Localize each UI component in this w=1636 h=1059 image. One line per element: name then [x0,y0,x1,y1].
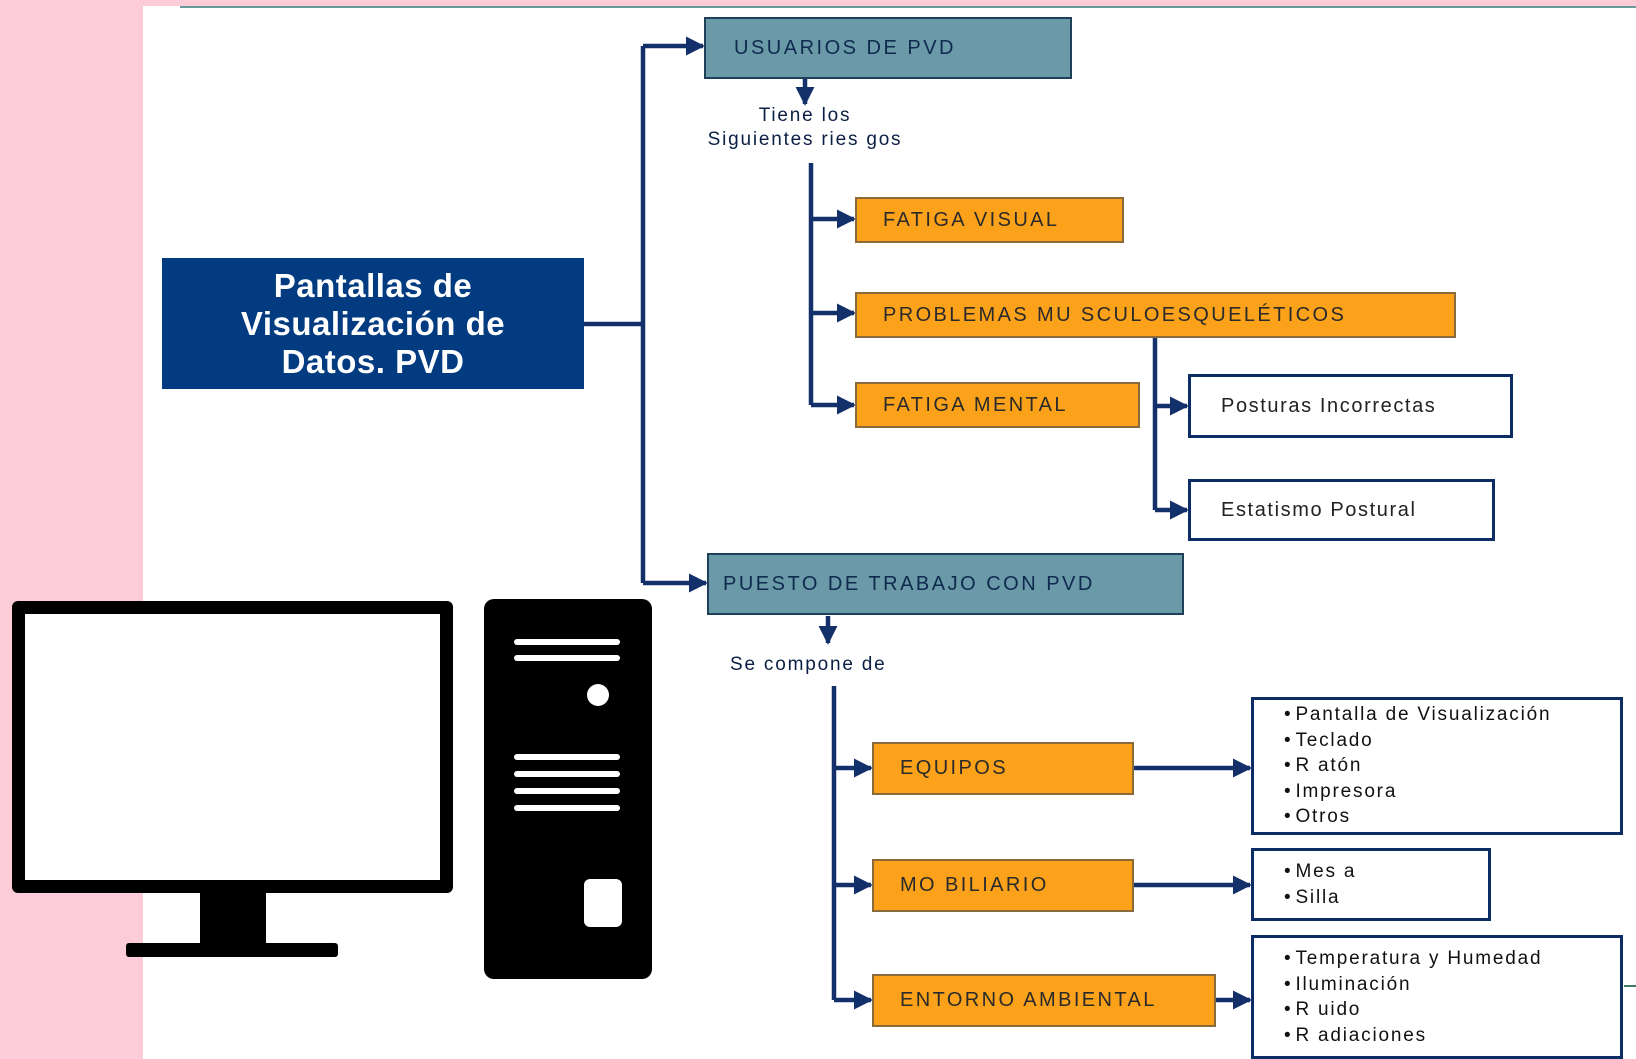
monitor-base [126,943,338,957]
power-button-icon [587,684,609,706]
entorno-list: Temperatura y Humedad Iluminación R uido… [1251,935,1623,1059]
list-item: Silla [1284,885,1340,911]
tower-bay-line [514,639,620,645]
cause-label: Estatismo Postural [1221,498,1417,521]
tower-icon [484,599,652,979]
list-item: Pantalla de Visualización [1284,702,1551,728]
list-item: Mes a [1284,859,1356,885]
list-item: Temperatura y Humedad [1284,946,1542,972]
users-label: USUARIOS DE PVD [734,36,956,59]
workstation-node: PUESTO DE TRABAJO CON PVD [707,553,1184,615]
right-edge-tick [1624,985,1636,987]
risk-musculoesqueleticos: PROBLEMAS MU SCULOESQUELÉTICOS [855,292,1456,338]
risk-label: FATIGA MENTAL [883,393,1068,416]
equipos-list: Pantalla de Visualización Teclado R atón… [1251,697,1623,835]
workstation-note: Se compone de [730,654,887,675]
risk-fatiga-mental: FATIGA MENTAL [855,382,1140,428]
tower-vent-line [514,805,620,811]
component-entorno: ENTORNO AMBIENTAL [872,974,1216,1027]
tower-bay-line [514,655,620,661]
list-item: Iluminación [1284,972,1411,998]
component-label: MO BILIARIO [900,874,1049,896]
list-item: R atón [1284,753,1362,779]
users-note: Tiene los Siguientes ries gos [707,105,903,150]
cause-estatismo: Estatismo Postural [1188,479,1495,541]
risk-label: FATIGA VISUAL [883,208,1060,231]
list-item: Teclado [1284,728,1374,754]
component-mobiliario: MO BILIARIO [872,859,1134,912]
tower-vent-line [514,754,620,760]
risk-fatiga-visual: FATIGA VISUAL [855,197,1124,243]
monitor-stand [200,893,266,943]
tower-vent-line [514,788,620,794]
component-label: EQUIPOS [900,757,1008,779]
root-label: Pantallas de Visualización de Datos. PVD [240,266,506,380]
cause-label: Posturas Incorrectas [1221,394,1437,417]
list-item: R adiaciones [1284,1023,1427,1049]
list-item: R uido [1284,997,1361,1023]
list-item: Impresora [1284,779,1397,805]
list-item: Otros [1284,804,1351,830]
component-equipos: EQUIPOS [872,742,1134,795]
tower-vent-line [514,771,620,777]
mobiliario-list: Mes a Silla [1251,848,1491,921]
users-node: USUARIOS DE PVD [704,17,1072,79]
cause-posturas: Posturas Incorrectas [1188,374,1513,438]
top-rule-line [180,6,1636,8]
monitor-icon [12,601,453,893]
component-label: ENTORNO AMBIENTAL [900,989,1157,1011]
tower-slot [584,879,622,927]
root-node: Pantallas de Visualización de Datos. PVD [162,258,584,389]
risk-label: PROBLEMAS MU SCULOESQUELÉTICOS [883,303,1347,326]
pink-top-strip [0,0,1636,6]
workstation-label: PUESTO DE TRABAJO CON PVD [723,572,1095,595]
